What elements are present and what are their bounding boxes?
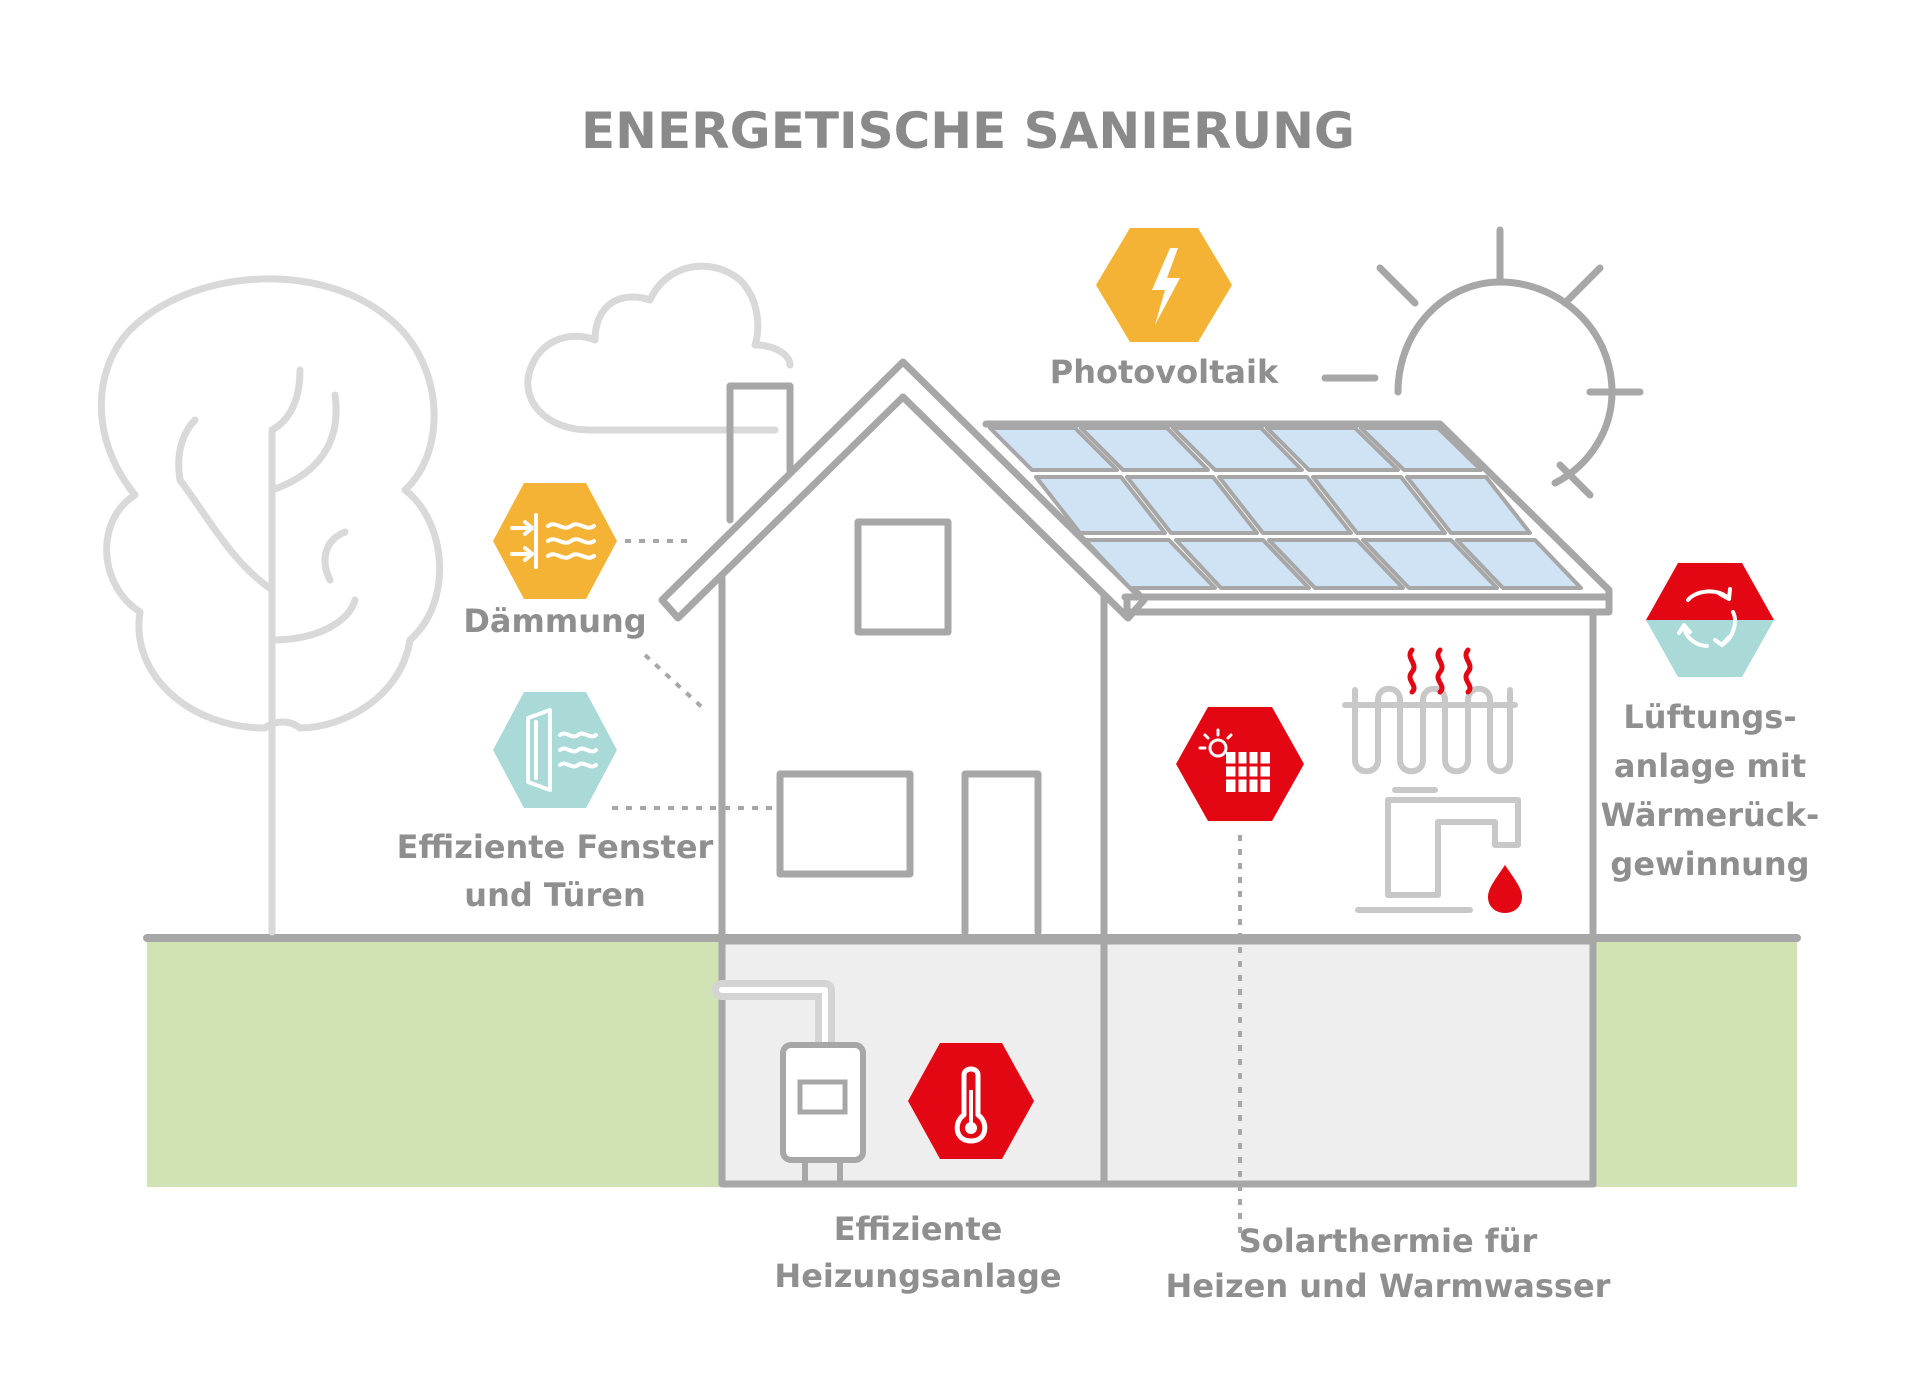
solar-panel-cell [1083,538,1217,590]
solar-panel-cell [1359,426,1483,472]
circular-arrows-icon [1677,587,1737,648]
basement-area [722,941,1593,1184]
thermometer-icon [954,1066,988,1144]
photovoltaik-badge [1096,228,1232,342]
faucet-illustration [1355,787,1522,913]
sun-illustration [1321,226,1644,499]
daemmung-badge [493,483,617,599]
solar-panel-cell [1455,538,1583,590]
solar-panel-cell [1311,475,1447,535]
solar-panel-cell [1171,426,1304,472]
solar-panel-cell [1125,475,1259,535]
solar-panel-cell [1079,426,1210,472]
label-photovoltaik: Photovoltaik [1050,353,1279,391]
solarthermie-badge [1176,707,1304,821]
lueftung-badge [1646,563,1774,677]
label-solarthermie-line2: Heizen und Warmwasser [1166,1267,1611,1305]
solar-panel-cell [1267,538,1405,590]
solar-panels [988,426,1583,590]
solar-panel-cell [1405,475,1532,535]
label-solarthermie-line1: Solarthermie für [1239,1222,1538,1260]
solar-panel-cell [1361,538,1499,590]
label-fenster-line1: Effiziente Fenster [397,828,714,866]
fenster-badge [493,692,617,808]
sun-solar-panel-icon [1198,728,1270,792]
page-title: ENERGETISCHE SANIERUNG [581,102,1355,160]
label-lueftung-line2: anlage mit [1614,747,1806,785]
water-drop-icon [1488,865,1522,913]
tree-illustration [97,275,444,936]
lightning-bolt-icon [1152,248,1180,325]
label-lueftung-line4: gewinnung [1610,845,1809,883]
window-draft-icon [526,708,598,792]
connector-daemmung-wall [643,653,707,712]
cloud-illustration [524,262,794,434]
solar-panel-cell [1217,475,1353,535]
label-lueftung-line3: Wärmerück- [1601,796,1820,834]
solar-panel-cell [1034,475,1167,535]
label-fenster-line2: und Türen [464,876,645,914]
label-lueftung-line1: Lüftungs- [1623,698,1796,736]
heating-boiler-illustration [712,980,866,1184]
label-heizung-line1: Effiziente [834,1210,1003,1248]
solar-panel-cell [1265,426,1400,472]
label-daemmung: Dämmung [463,602,646,640]
label-heizung-line2: Heizungsanlage [774,1257,1061,1295]
solar-panel-cell [988,426,1119,472]
insulation-arrows-waves-icon [510,513,596,569]
radiator-illustration [1342,647,1518,775]
heizung-badge [908,1043,1034,1159]
house-illustration [658,358,1613,1188]
solar-panel-cell [1174,538,1311,590]
